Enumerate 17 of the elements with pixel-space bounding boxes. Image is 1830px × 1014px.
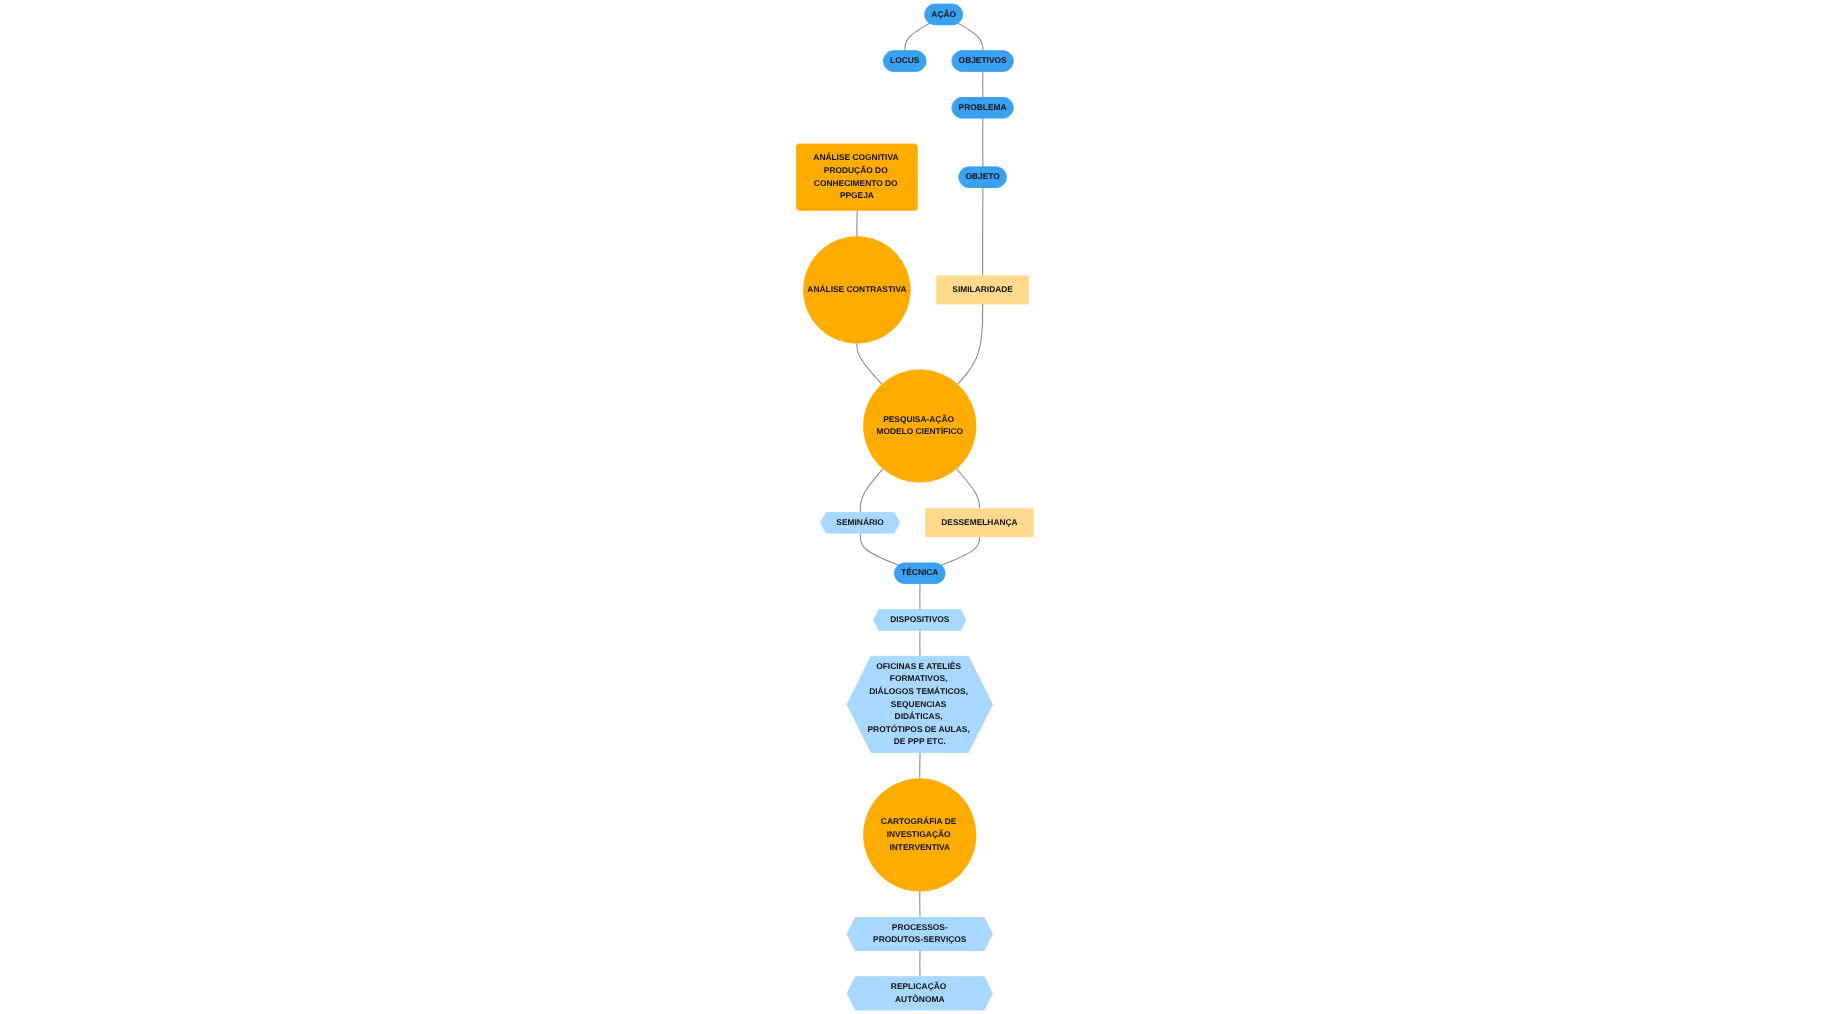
connector (919, 629, 921, 658)
connector (919, 583, 921, 611)
connector (919, 752, 921, 780)
connector (919, 950, 921, 978)
connector (982, 71, 984, 99)
connector (859, 532, 900, 566)
connector (859, 468, 884, 514)
connector (919, 890, 921, 919)
connector (955, 468, 980, 510)
connector (940, 536, 980, 566)
connector (856, 342, 883, 385)
connector (982, 117, 984, 168)
connector (957, 22, 984, 52)
connector (904, 22, 931, 52)
connector (856, 209, 858, 237)
connector (982, 187, 984, 277)
connector (957, 303, 984, 385)
